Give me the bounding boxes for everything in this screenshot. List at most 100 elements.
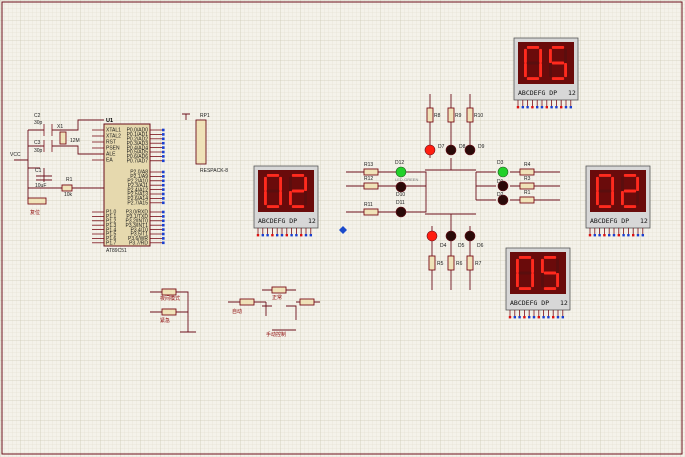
display-segment-a: [598, 174, 612, 177]
d1-ref: D1: [497, 179, 504, 185]
display-segment-c: [556, 273, 559, 288]
mcu-pin-label: EA: [106, 158, 113, 164]
pin-state-marker: [300, 234, 303, 237]
c2-ref: C2: [34, 113, 41, 119]
resistor-pack: RP1 RESPACK-8: [182, 113, 228, 174]
mcu-pin-label: P0.0/AD0: [127, 128, 149, 134]
display-segment-c: [636, 191, 639, 206]
d6-ref: D6: [477, 243, 484, 249]
mcu-pin-label: P1.3: [106, 223, 117, 229]
mcu-port1-pins: P1.0P1.1P1.2P1.3P1.4P1.5P1.6P1.7: [92, 210, 117, 247]
r1-east-ref: R1: [524, 190, 531, 196]
pin-state-marker: [523, 316, 526, 319]
pin-state-marker: [564, 106, 568, 109]
normal-button[interactable]: [271, 286, 287, 294]
pin-state-marker: [162, 183, 165, 187]
night-mode-button[interactable]: [161, 288, 177, 296]
mcu-pin-label: P0.1/AD1: [127, 132, 149, 138]
display-segment-g: [526, 61, 540, 65]
led-d4-red: [426, 230, 438, 242]
display-segment-b: [564, 48, 567, 63]
pin-state-marker: [162, 128, 165, 132]
reset-button[interactable]: [27, 197, 47, 205]
mcu-pin-label: P2.5/A13: [127, 192, 148, 198]
mcu-pin-label: P2.4/A12: [127, 187, 148, 193]
r4: [519, 168, 535, 176]
display-segment-e: [549, 63, 552, 78]
mcu-pin-label: P1.0: [106, 210, 117, 216]
pin-state-marker: [518, 316, 521, 319]
pin-state-marker: [162, 146, 165, 149]
rp1-body: [195, 119, 207, 165]
display-segment-d: [291, 205, 305, 208]
display-segment-d: [598, 205, 612, 208]
pin-state-marker: [162, 133, 165, 136]
display-segment-b: [531, 258, 534, 273]
r3: [519, 182, 535, 190]
r11: [363, 208, 379, 216]
display-segment-f: [524, 48, 527, 63]
mcu-pin-label: P2.2/A10: [127, 179, 148, 185]
r12: [363, 182, 379, 190]
r12-ref: R12: [364, 176, 373, 182]
mcu-pin-label: P3.4/T0: [130, 227, 148, 233]
r10-ref: R10: [474, 113, 483, 119]
mcu-body: [103, 123, 151, 247]
mcu-pin-label: P1.4: [106, 227, 117, 233]
display-segment-a: [266, 174, 280, 177]
display-segment-e: [289, 191, 292, 206]
emergency-button[interactable]: [161, 308, 177, 316]
d8-ref: D8: [459, 144, 466, 150]
pin-state-marker: [622, 234, 625, 237]
mcu-pin-label: P1.2: [106, 219, 117, 225]
reset-label: 复位: [30, 209, 40, 216]
pin-state-marker: [162, 197, 165, 200]
d2-ref: D2: [497, 192, 504, 198]
display-segment-f: [621, 176, 624, 191]
pin-state-marker: [304, 234, 308, 237]
r7: [466, 255, 474, 271]
r5: [428, 255, 436, 271]
mcu-pin-label: P3.7/RD: [129, 241, 148, 247]
c2-value: 30p: [34, 120, 43, 126]
pin-state-marker: [162, 159, 165, 163]
mcu-pin-label: P1.7: [106, 241, 117, 247]
pin-state-marker: [531, 106, 534, 109]
pin-state-marker: [627, 234, 630, 237]
mcu-pin-label: RST: [106, 140, 116, 146]
display-segment-e: [596, 191, 599, 206]
led-d8: [445, 144, 457, 156]
display-segment-a: [551, 46, 565, 49]
pin-state-marker: [540, 106, 544, 109]
manual-button[interactable]: [299, 298, 315, 306]
pin-state-marker: [608, 234, 611, 237]
probe-marker[interactable]: [339, 226, 347, 234]
pin-state-marker: [617, 234, 620, 237]
auto-button[interactable]: [239, 298, 255, 306]
d5-ref: D5: [458, 243, 465, 249]
pin-state-marker: [521, 106, 524, 109]
led-d7-red: [424, 144, 436, 156]
pin-state-marker: [560, 106, 563, 109]
display-segment-e: [524, 63, 527, 78]
pin-state-marker: [162, 155, 165, 158]
pin-state-marker: [526, 106, 529, 109]
pin-state-marker: [162, 201, 165, 205]
display-segment-a: [623, 174, 637, 177]
mcu-pin-label: P2.6/A14: [127, 196, 148, 202]
pin-state-marker: [309, 234, 312, 237]
d9-ref: D9: [478, 144, 485, 150]
mcu-pin-label: P0.6/AD6: [127, 154, 149, 160]
pin-state-marker: [532, 316, 536, 319]
pin-state-marker: [561, 316, 564, 319]
mcu-pin-label: P0.4/AD4: [127, 145, 149, 151]
r5-ref: R5: [437, 261, 444, 267]
pin-state-marker: [612, 234, 616, 237]
rp1-ref: RP1: [200, 113, 210, 119]
led-d6: [464, 230, 476, 242]
pin-state-marker: [162, 192, 165, 196]
crystal[interactable]: [59, 131, 67, 145]
pin-state-marker: [162, 175, 165, 178]
r7-ref: R7: [475, 261, 482, 267]
